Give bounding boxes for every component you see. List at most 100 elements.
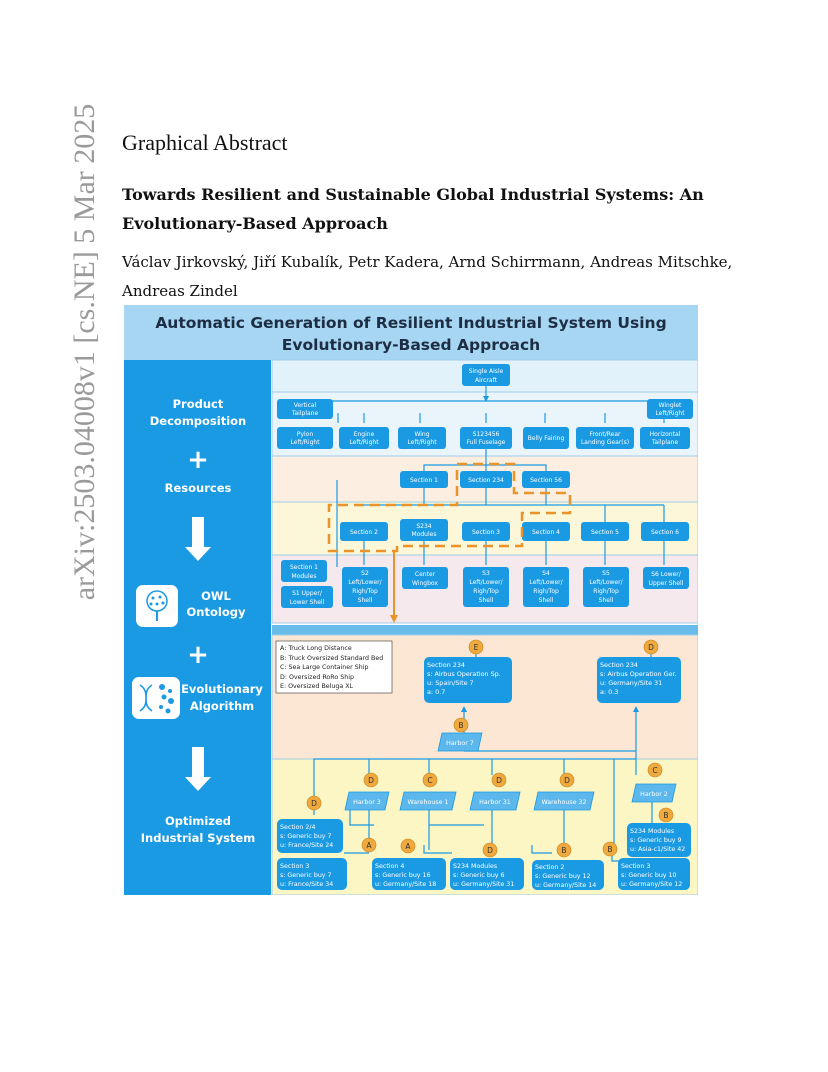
node-label: Front/Rear [590,431,621,438]
node-label: Section 2 [350,529,378,536]
node-label: Righ/Top [352,588,378,595]
node-label: Center [415,571,436,578]
tree-node-vertical-tailplane [277,399,333,419]
graphical-abstract-figure: Automatic Generation of Resilient Indust… [124,305,698,895]
node-label: S4 [542,570,550,577]
tree-node-section-6 [641,522,689,541]
badge-label: B [458,721,463,730]
badge-label: D [487,846,493,855]
node-line: S234 Modules [453,863,497,870]
node-label: Section 234 [468,477,504,484]
node-label: Left/Lower/ [348,579,382,586]
arxiv-stamp: arXiv:2503.04008v1 [cs.NE] 5 Mar 2025 [68,103,101,601]
sidebar-opt-1: Optimized [165,814,231,828]
node-section-2-germany [532,860,604,890]
sidebar-plus-1: + [187,445,209,475]
node-label: Upper Shell [649,580,684,587]
node-line: a: 0.7 [427,688,445,696]
tree-node-belly-fairing [523,427,569,449]
tree-node-s1-shell [281,586,333,608]
node-line: u: Spain/Site 7 [427,679,474,687]
node-label: Shell [479,597,494,604]
facility-harbor-2 [631,783,677,803]
banner-background [124,305,698,360]
tree-node-pylon [277,427,333,449]
node-label: Section 1 [410,477,438,484]
sidebar-evo-2: Algorithm [190,699,254,713]
node-label: Section 6 [651,529,679,536]
node-line: s: Airbus Operation Ger. [600,670,677,678]
tree-node-s234-modules [400,519,448,541]
node-line: Section 3 [621,863,650,870]
node-label: Aircraft [475,377,498,384]
node-line: s: Generic buy 9 [630,837,682,844]
node-label: Wingbox [412,580,438,587]
badge-b2 [602,841,618,857]
tree-node-section-1-modules [281,560,327,582]
badge-label: B [663,811,668,820]
sidebar-resources: Resources [165,481,232,495]
node-section-3-france [277,858,347,890]
tree-node-root [462,364,510,386]
badge-d-left [306,795,322,811]
down-arrow-icon [185,747,211,791]
node-label: Section 56 [530,477,562,484]
tree-node-wing [398,427,446,449]
node-line: u: Germany/Site 31 [453,881,514,888]
node-label: Full Fuselage [467,439,506,446]
node-label: Righ/Top [593,588,619,595]
node-label: Modules [412,531,437,538]
badge-b-mid [453,717,469,733]
node-line: s: Generic buy 6 [453,872,505,879]
tree-node-horizontal-tailplane [640,427,690,449]
badge-label: D [648,643,654,652]
node-line: S234 Modules [630,828,674,835]
tree-node-s4-shell [523,567,569,607]
node-label: Righ/Top [473,588,499,595]
node-label: Left/Lower/ [469,579,503,586]
facility-label: Harbor 2 [640,791,668,798]
node-label: Lower Shell [290,599,325,606]
down-arrow-icon [185,517,211,561]
node-label: Vertical [294,402,317,409]
badge-d2 [491,772,507,788]
badge-a1 [361,837,377,853]
node-label: S5 [602,570,610,577]
node-label: Left/Right [655,410,685,417]
node-line: u: France/Site 24 [280,842,333,849]
node-line: s: Airbus Operation Sp. [427,670,501,678]
badge-label: D [311,799,317,808]
sidebar-owl-1: OWL [201,589,231,603]
facility-label: Harbor 31 [479,799,511,806]
node-label: Section 3 [472,529,500,536]
badge-c1 [422,772,438,788]
node-label: Section 5 [591,529,619,536]
node-line: Section 234 [600,661,638,669]
node-line: s: Generic buy 7 [280,833,332,840]
node-label: Tailplane [291,410,319,417]
node-label: Left/Lower/ [529,579,563,586]
node-label: Wing [414,431,429,438]
tree-node-section-56 [522,471,570,488]
node-label: Engine [354,431,375,438]
badge-d1 [363,772,379,788]
facility-harbor-3 [344,791,390,811]
tree-node-center-wingbox [402,567,448,589]
badge-label: D [564,776,570,785]
tree-node-fuselage [460,427,512,449]
legend-item: C: Sea Large Container Ship [280,664,368,671]
node-label: Landing Gear(s) [581,439,629,446]
node-label: S2 [361,570,369,577]
node-line: Section 2/4 [280,824,316,831]
sidebar-plus-2: + [187,640,209,670]
sidebar-evo-1: Evolutionary [181,682,263,696]
badge-label: C [427,776,432,785]
node-s234-modules-asia [627,823,691,857]
node-line: u: Germany/Site 18 [375,881,436,888]
legend-item: A: Truck Long Distance [280,645,352,652]
node-line: Section 2 [535,864,564,871]
tree-node-s2-shell [342,567,388,607]
badge-label: B [607,845,612,854]
selected-subtree-outline [327,462,572,553]
node-line: u: Asia-c1/Site 42 [630,846,685,853]
